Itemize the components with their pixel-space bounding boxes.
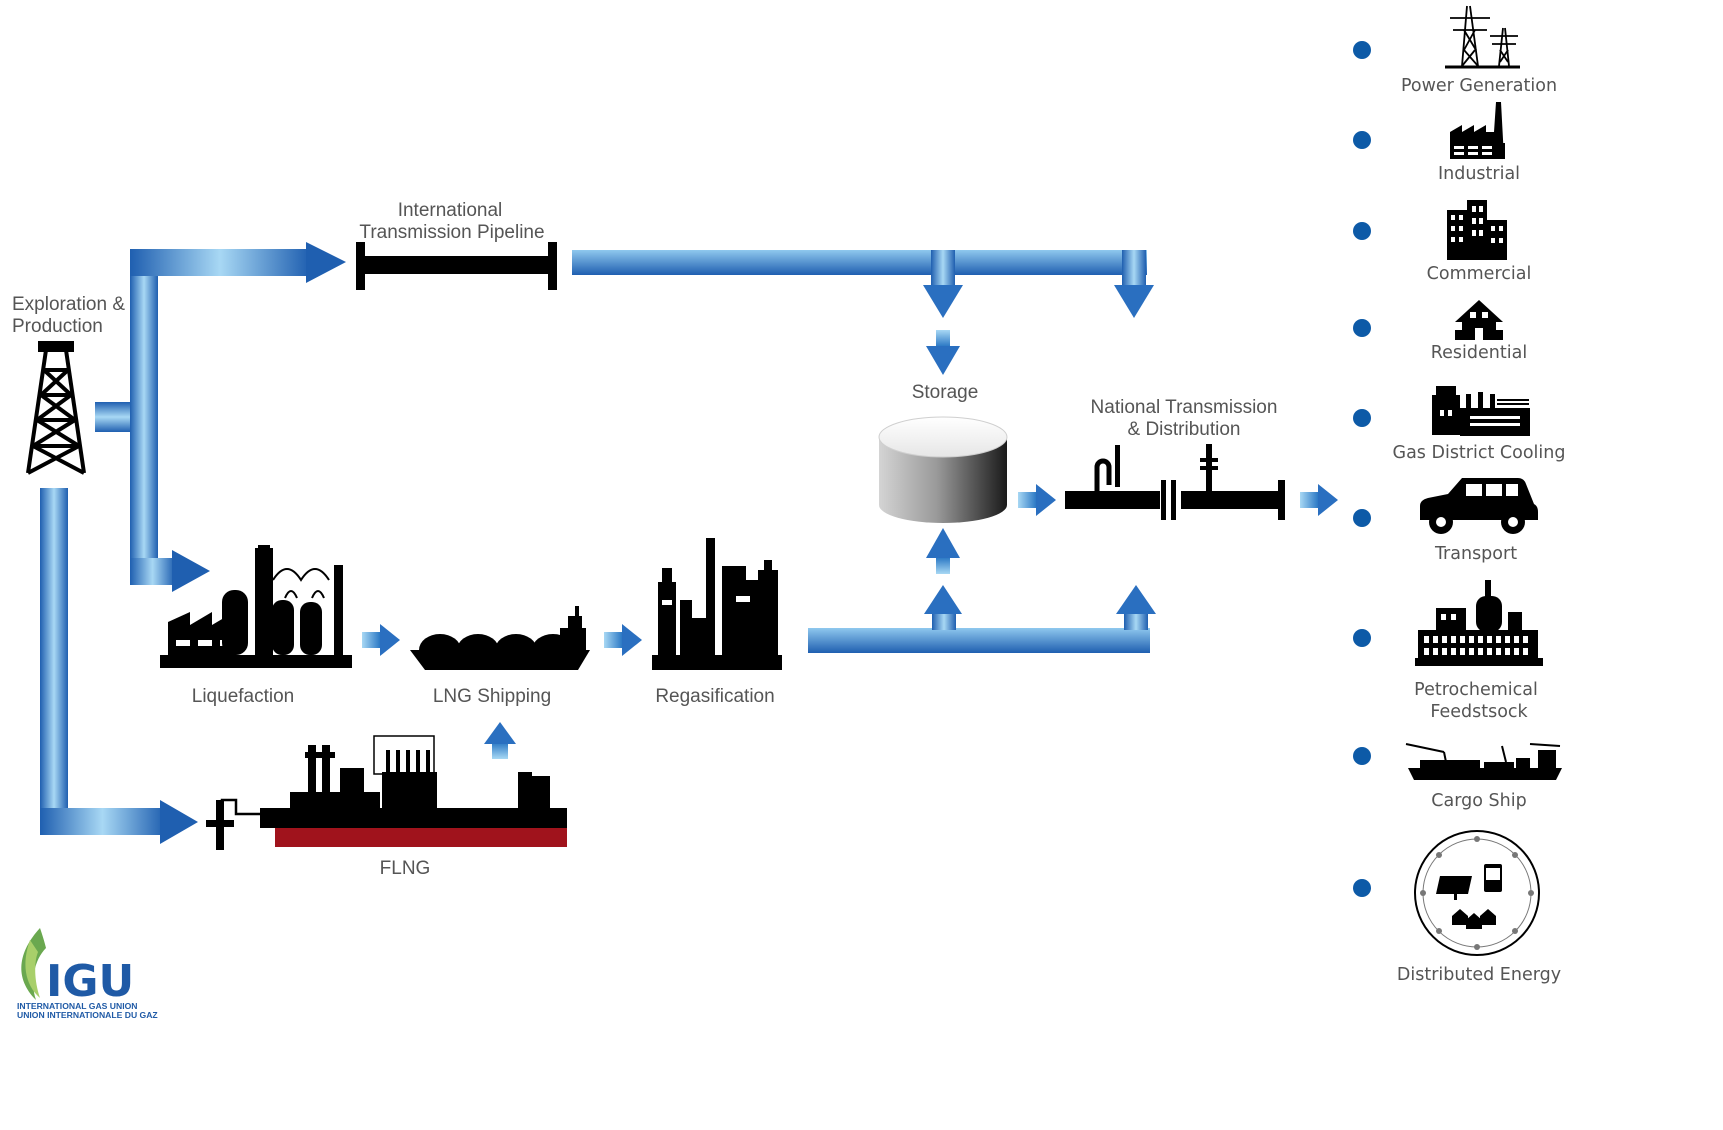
label-storage: Storage bbox=[912, 382, 979, 403]
cooling-plant-icon bbox=[1432, 386, 1530, 436]
petrochemical-plant-icon bbox=[1415, 580, 1543, 666]
power-pylon-icon bbox=[1445, 5, 1520, 69]
flow-band-drop-storage bbox=[931, 250, 955, 286]
flow-band-left-vertical bbox=[130, 249, 158, 585]
bullet-transport bbox=[1353, 509, 1371, 527]
bullet-commercial bbox=[1353, 222, 1371, 240]
regasification-plant-icon bbox=[652, 538, 782, 670]
label-regasification: Regasification bbox=[655, 686, 774, 707]
office-building-icon bbox=[1447, 200, 1507, 260]
flow-band-to-liquefaction bbox=[130, 558, 175, 585]
bullet-cargo bbox=[1353, 747, 1371, 765]
flow-band-to-pipeline bbox=[130, 249, 310, 276]
cargo-ship-icon bbox=[1405, 743, 1562, 780]
igu-logo-line1: INTERNATIONAL GAS UNION bbox=[17, 1001, 137, 1011]
label-pipeline-2: Transmission Pipeline bbox=[359, 222, 544, 243]
flow-band-pipeline-output bbox=[572, 250, 1147, 275]
flow-arrow-into-storage-shaft bbox=[936, 330, 950, 348]
bullet-distributed bbox=[1353, 879, 1371, 897]
flow-arrow-storage-up-head bbox=[926, 528, 960, 558]
end-use-label-residential: Residential bbox=[1431, 343, 1527, 363]
arrow-shipping-to-regas bbox=[604, 624, 642, 656]
flow-arrow-storage-up-shaft bbox=[936, 556, 950, 574]
flow-arrow-into-storage-head bbox=[926, 346, 960, 375]
national-transmission-pipe-icon bbox=[1065, 444, 1285, 520]
igu-logo: IGU INTERNATIONAL GAS UNION UNION INTERN… bbox=[17, 928, 158, 1020]
arrow-storage-to-national bbox=[1018, 484, 1056, 516]
flow-band-to-flng-horizontal bbox=[40, 808, 165, 835]
flow-band-drop-national bbox=[1122, 250, 1146, 286]
flow-arrowhead-rise-storage bbox=[924, 585, 962, 614]
label-pipeline: International bbox=[398, 200, 503, 221]
factory-icon bbox=[1450, 102, 1505, 159]
flow-band-to-flng-vertical bbox=[40, 488, 68, 834]
flow-arrowhead-drop-storage bbox=[923, 285, 963, 318]
end-use-label-industrial: Industrial bbox=[1438, 164, 1520, 184]
bullet-industrial bbox=[1353, 131, 1371, 149]
end-use-label-distributed: Distributed Energy bbox=[1397, 965, 1561, 985]
label-national-2: & Distribution bbox=[1128, 419, 1241, 440]
igu-logo-line2: UNION INTERNATIONALE DU GAZ bbox=[17, 1010, 158, 1020]
end-use-label-commercial: Commercial bbox=[1427, 264, 1532, 284]
car-icon bbox=[1420, 478, 1538, 534]
arrow-flng-to-shipping bbox=[484, 722, 516, 759]
arrow-liquefaction-to-shipping bbox=[362, 624, 400, 656]
lng-ship-icon bbox=[410, 606, 590, 670]
flow-band-rise-national bbox=[1124, 612, 1148, 630]
end-use-label-transport: Transport bbox=[1434, 544, 1517, 564]
storage-tank-icon bbox=[878, 416, 1008, 523]
label-national: National Transmission bbox=[1091, 397, 1278, 418]
flow-arrowhead-to-liquefaction bbox=[172, 550, 210, 592]
label-exploration: Exploration & bbox=[12, 294, 125, 315]
bullet-petrochemical bbox=[1353, 629, 1371, 647]
international-pipeline-icon bbox=[356, 242, 557, 290]
label-liquefaction: Liquefaction bbox=[192, 686, 294, 707]
end-use-label-cooling: Gas District Cooling bbox=[1393, 443, 1566, 463]
label-exploration-2: Production bbox=[12, 316, 103, 337]
flow-arrowhead-drop-national bbox=[1114, 285, 1154, 318]
end-use-label-cargo: Cargo Ship bbox=[1431, 791, 1526, 811]
flow-band-regas-output bbox=[808, 628, 1150, 653]
flow-band-rise-storage bbox=[932, 612, 956, 630]
stage-labels: Exploration & Production International T… bbox=[12, 200, 1277, 879]
arrow-national-to-end-uses bbox=[1300, 484, 1338, 516]
flow-arrowhead-to-pipeline bbox=[306, 242, 346, 283]
label-flng: FLNG bbox=[380, 858, 431, 879]
flow-arrowhead-rise-national bbox=[1116, 585, 1156, 614]
bullet-power bbox=[1353, 41, 1371, 59]
house-icon bbox=[1455, 300, 1503, 340]
flng-vessel-icon bbox=[206, 735, 567, 850]
flow-band-rig-stub bbox=[95, 402, 135, 432]
end-use-label-petrochemical: Petrochemical bbox=[1414, 680, 1538, 700]
liquefaction-plant-icon bbox=[160, 545, 352, 668]
igu-logo-wordmark: IGU bbox=[46, 956, 134, 1007]
flow-network bbox=[40, 242, 1338, 844]
label-lng-shipping: LNG Shipping bbox=[433, 686, 551, 707]
end-use-label-power: Power Generation bbox=[1401, 76, 1557, 96]
end-use-label-petrochemical-2: Feedstsock bbox=[1430, 702, 1528, 722]
distributed-energy-icon bbox=[1414, 830, 1540, 956]
bullet-residential bbox=[1353, 319, 1371, 337]
drilling-rig-icon bbox=[26, 341, 86, 475]
flow-arrowhead-to-flng bbox=[160, 800, 198, 844]
end-uses: Power Generation Industrial bbox=[1353, 5, 1566, 985]
bullet-cooling bbox=[1353, 409, 1371, 427]
